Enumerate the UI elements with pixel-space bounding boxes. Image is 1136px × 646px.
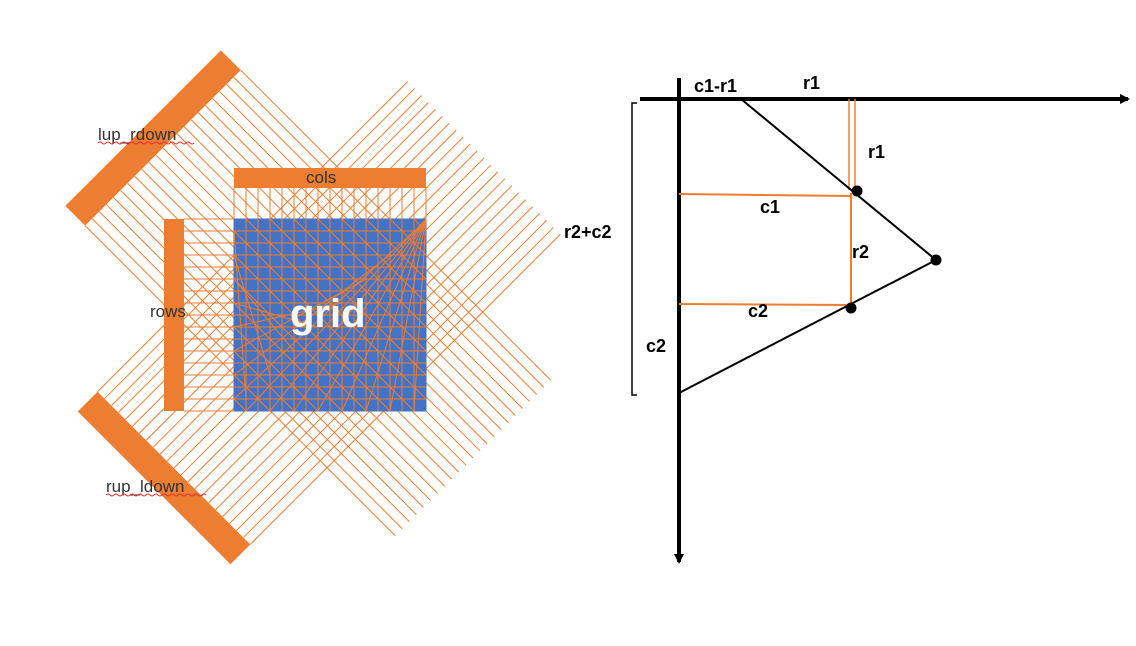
- point-lower: [845, 302, 857, 314]
- grid-diagonal: [269, 218, 427, 376]
- grid-lines: [234, 219, 426, 411]
- cols-bar: [234, 168, 426, 188]
- grid-diagonal: [269, 218, 427, 412]
- spellcheck-underline-rup-ldown: [105, 493, 207, 497]
- diagonal-line-up-right: [678, 259, 937, 394]
- left-diagram: lup_rdown cols rows grid rup_ldown: [65, 50, 561, 565]
- lup-rdown-bar: [65, 50, 241, 226]
- grid-diagonal: [293, 218, 427, 412]
- grid-diagonal: [233, 302, 319, 328]
- grid-diagonal: [233, 254, 271, 376]
- r1-side-label: r1: [868, 142, 885, 162]
- cols-label: cols: [306, 168, 336, 187]
- grid-diagonal: [233, 230, 415, 400]
- c2-horizontal-label: c2: [748, 301, 768, 321]
- cols-connectors: [233, 188, 427, 219]
- r2-plus-c2-label: r2+c2: [564, 222, 612, 242]
- grid-diagonal: [341, 218, 427, 304]
- right-diagram: c1-r1 r1 r1 c1 r2 c2 r2+c2 c2: [564, 73, 1130, 564]
- c2-vertical-label: c2: [646, 336, 666, 356]
- point-right: [930, 254, 942, 266]
- grid-label: grid: [290, 292, 366, 336]
- grid-diagonal: [341, 218, 427, 412]
- grid-diagonal: [365, 218, 427, 280]
- spellcheck-underline-lup-rdown: [97, 141, 195, 145]
- grid-diagonal: [233, 350, 295, 412]
- rup-ldown-label: rup_ldown: [106, 477, 184, 496]
- grid-diagonal-lines: [233, 218, 427, 412]
- rup-ldown-bar: [77, 391, 251, 565]
- grid-diagonal: [233, 374, 271, 412]
- grid-diagonal: [365, 218, 427, 412]
- diagonal-line-down-right: [740, 98, 937, 261]
- r2-plus-c2-bracket: [631, 102, 637, 396]
- grid-diagonal: [389, 218, 427, 412]
- c1-label: c1: [760, 197, 780, 217]
- grid-diagonal: [233, 230, 415, 412]
- c2-horizontal-line: [678, 303, 852, 306]
- grid-diagonal: [293, 218, 427, 352]
- grid-diagonal: [245, 218, 427, 400]
- grid-diagonal: [245, 218, 427, 412]
- grid-diagonal: [413, 218, 427, 412]
- point-upper: [851, 185, 863, 197]
- rows-bar: [164, 219, 184, 411]
- grid-diagonal: [233, 254, 391, 376]
- r2-label: r2: [852, 242, 869, 262]
- grid-diagonal: [233, 278, 295, 352]
- c1-horizontal-line: [678, 193, 853, 197]
- rows-connectors: [184, 218, 234, 412]
- lup-rdown-label: lup_rdown: [98, 125, 176, 144]
- grid-diagonal: [233, 278, 367, 412]
- grid-diagonal: [413, 218, 427, 232]
- grid-diagonal: [317, 218, 427, 412]
- grid-diagonal: [233, 302, 343, 328]
- r1-top-label: r1: [803, 73, 820, 93]
- grid-diagonal: [233, 230, 247, 400]
- grid-diagonal: [233, 254, 391, 412]
- grid-diagonal: [317, 218, 427, 328]
- grid-diagonal: [233, 302, 343, 412]
- rows-label: rows: [150, 302, 186, 321]
- c1-minus-r1-label: c1-r1: [694, 76, 737, 96]
- grid-diagonal: [233, 398, 247, 412]
